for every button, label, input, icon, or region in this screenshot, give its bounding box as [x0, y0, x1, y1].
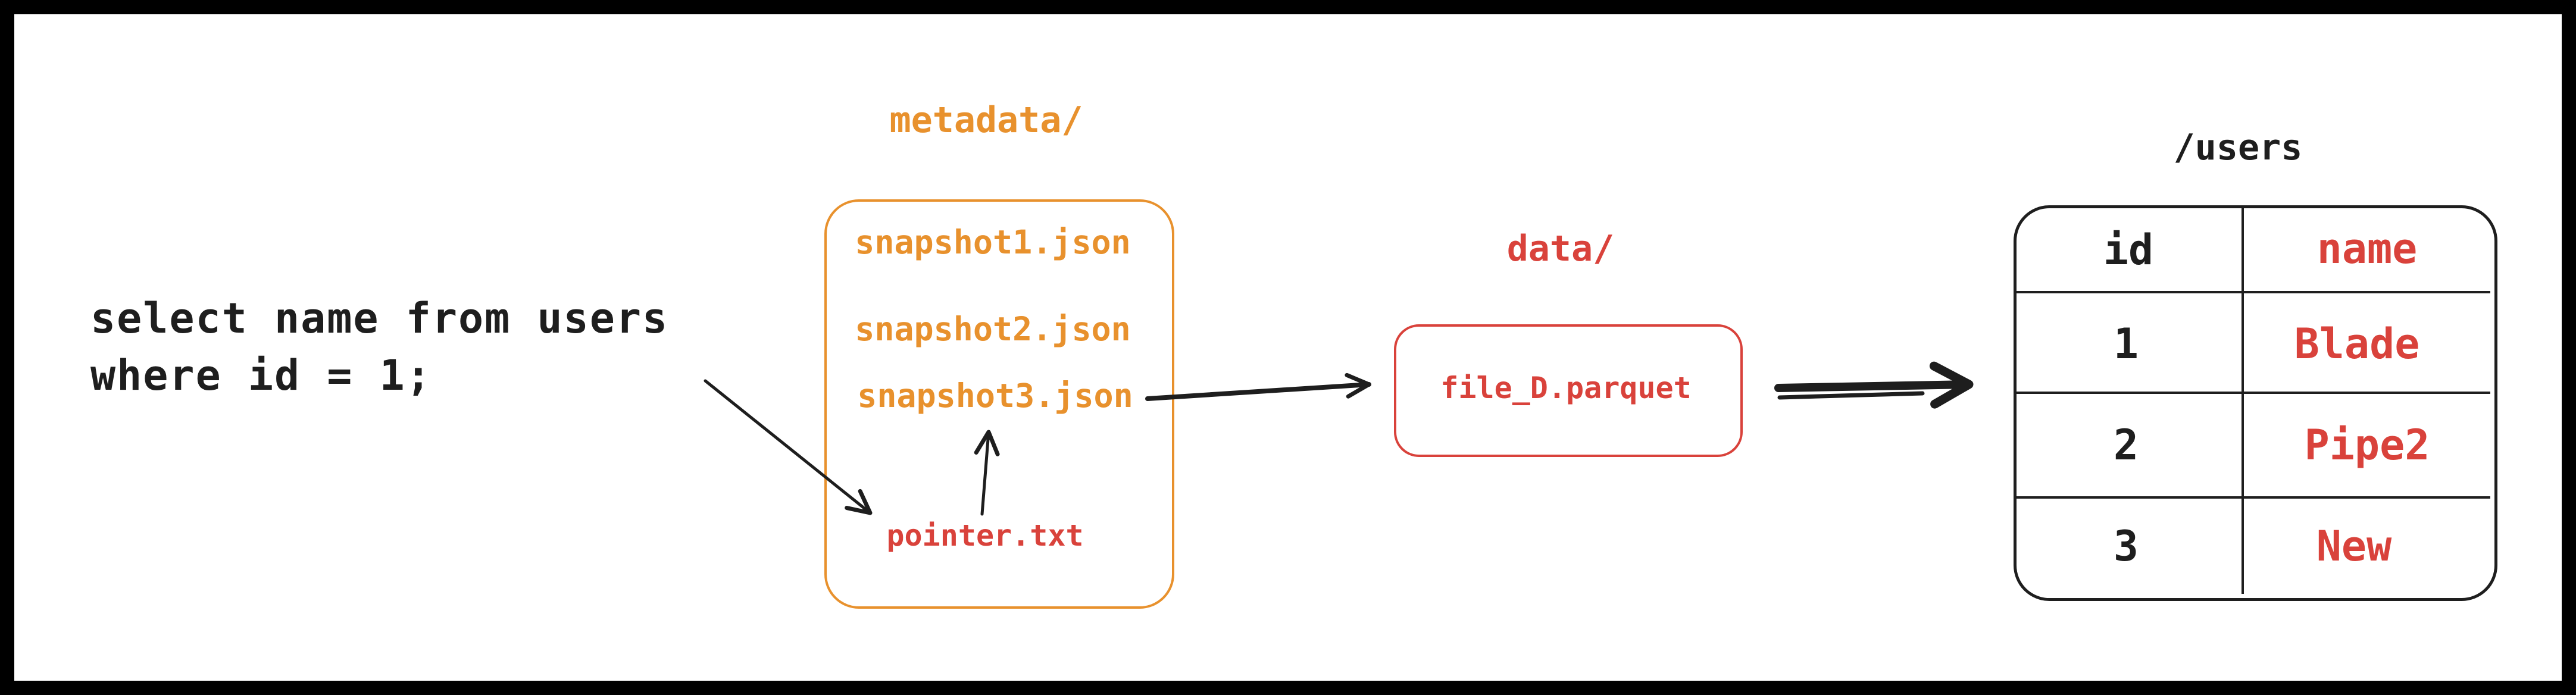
metadata-folder-label: metadata/ [889, 99, 1083, 141]
metadata-file-snapshot2: snapshot2.json [855, 310, 1131, 348]
sql-query-line1: select name from users [90, 294, 669, 343]
metadata-file-pointer: pointer.txt [886, 518, 1084, 553]
metadata-file-snapshot1: snapshot1.json [855, 223, 1131, 261]
users-table-title: /users [2173, 127, 2303, 168]
snapshot3-to-datafile-arrow [1145, 372, 1371, 401]
data-file-parquet: file_D.parquet [1440, 371, 1692, 405]
datafile-to-table-arrow-understroke [1777, 391, 1925, 400]
users-table-header-id: id [2103, 226, 2154, 274]
sql-query-text: select name from users where id = 1; [90, 290, 668, 404]
users-table-box [2014, 205, 2497, 601]
users-table-row-divider-2 [2015, 392, 2490, 394]
users-table-row-divider-3 [2015, 496, 2490, 499]
users-table-header-name: name [2316, 224, 2418, 273]
users-table-row1-name: Blade [2294, 320, 2420, 368]
users-table-row3-name: New [2316, 522, 2392, 571]
metadata-folder-box [824, 199, 1174, 609]
users-table-column-divider [2242, 207, 2244, 594]
data-folder-box [1394, 324, 1743, 457]
sql-query-line2: where id = 1; [90, 351, 432, 400]
users-table-row3-id: 3 [2113, 522, 2139, 571]
users-table-row1-id: 1 [2113, 320, 2139, 368]
datafile-to-table-arrow [1774, 361, 1974, 409]
data-folder-label: data/ [1506, 228, 1615, 270]
users-table-row2-name: Pipe2 [2304, 421, 2430, 469]
users-table-row2-id: 2 [2113, 421, 2139, 469]
pointer-to-snapshot3-arrow [974, 430, 1000, 516]
users-table-row-divider-1 [2015, 291, 2490, 293]
metadata-file-snapshot3: snapshot3.json [857, 377, 1133, 415]
query-to-pointer-arrow [704, 379, 873, 515]
